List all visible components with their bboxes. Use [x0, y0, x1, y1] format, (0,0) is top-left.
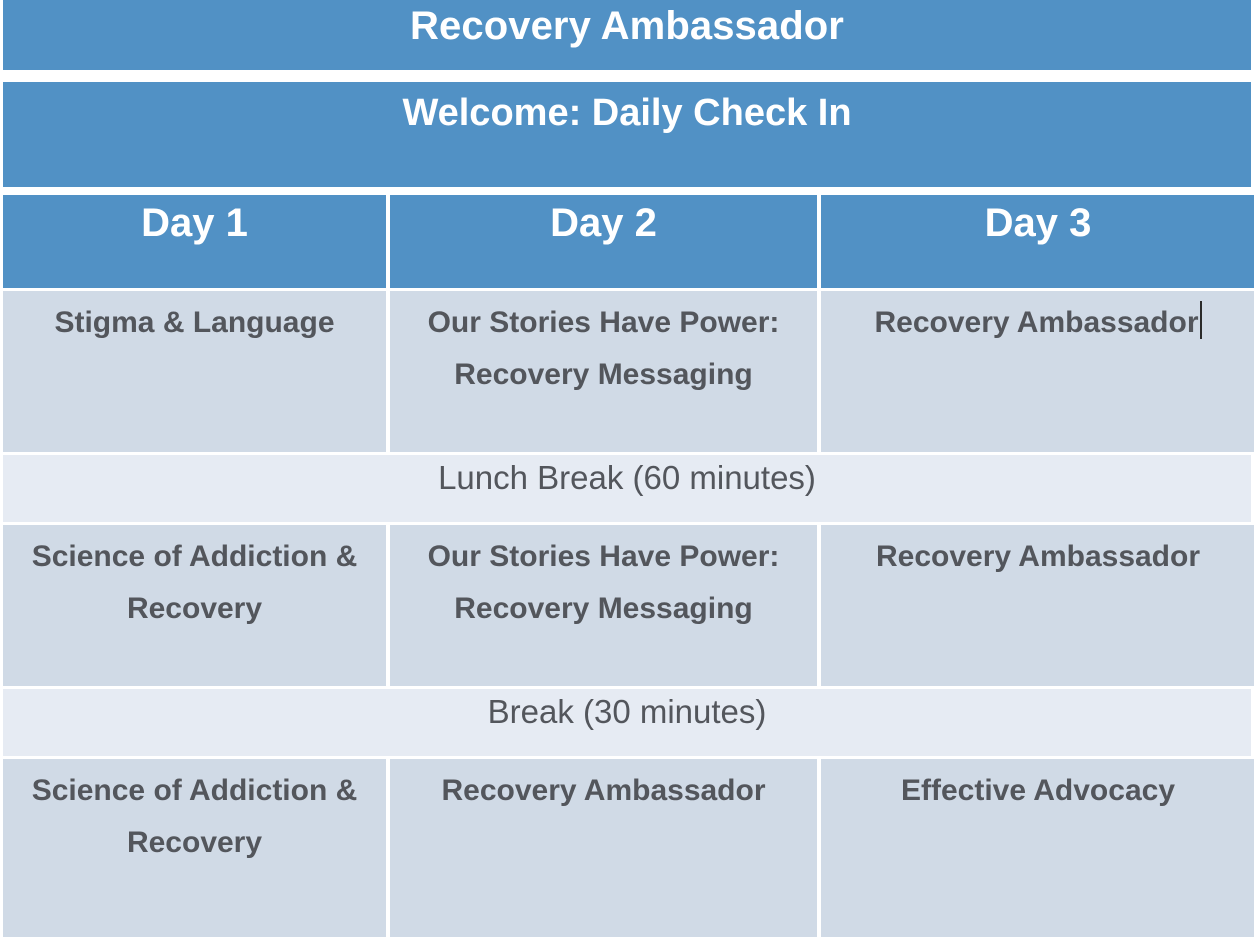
- table-row: Science of Addiction & Recovery Our Stor…: [3, 525, 1254, 686]
- session-cell[interactable]: Recovery Ambassador: [390, 759, 817, 937]
- session-cell[interactable]: Our Stories Have Power: Recovery Messagi…: [390, 291, 817, 452]
- table-row: Stigma & Language Our Stories Have Power…: [3, 291, 1254, 452]
- session-cell[interactable]: Stigma & Language: [3, 291, 386, 452]
- session-cell-text: Recovery Ambassador: [874, 306, 1199, 339]
- day-header-row: Day 1 Day 2 Day 3: [3, 195, 1254, 288]
- session-cell[interactable]: Effective Advocacy: [821, 759, 1254, 937]
- session-cell[interactable]: Our Stories Have Power: Recovery Messagi…: [390, 525, 817, 686]
- welcome-banner: Welcome: Daily Check In: [3, 82, 1251, 187]
- day-header-day-1: Day 1: [3, 195, 386, 288]
- day-header-day-3: Day 3: [821, 195, 1254, 288]
- session-cell-editing[interactable]: Recovery Ambassador: [821, 291, 1254, 452]
- text-cursor-caret: [1199, 301, 1202, 339]
- break-row-short: Break (30 minutes): [3, 689, 1251, 756]
- break-row-lunch: Lunch Break (60 minutes): [3, 455, 1251, 522]
- session-cell[interactable]: Recovery Ambassador: [821, 525, 1254, 686]
- page-title: Recovery Ambassador: [3, 0, 1251, 70]
- table-row: Science of Addiction & Recovery Recovery…: [3, 759, 1254, 937]
- day-header-day-2: Day 2: [390, 195, 817, 288]
- session-cell[interactable]: Science of Addiction & Recovery: [3, 525, 386, 686]
- session-cell[interactable]: Science of Addiction & Recovery: [3, 759, 386, 937]
